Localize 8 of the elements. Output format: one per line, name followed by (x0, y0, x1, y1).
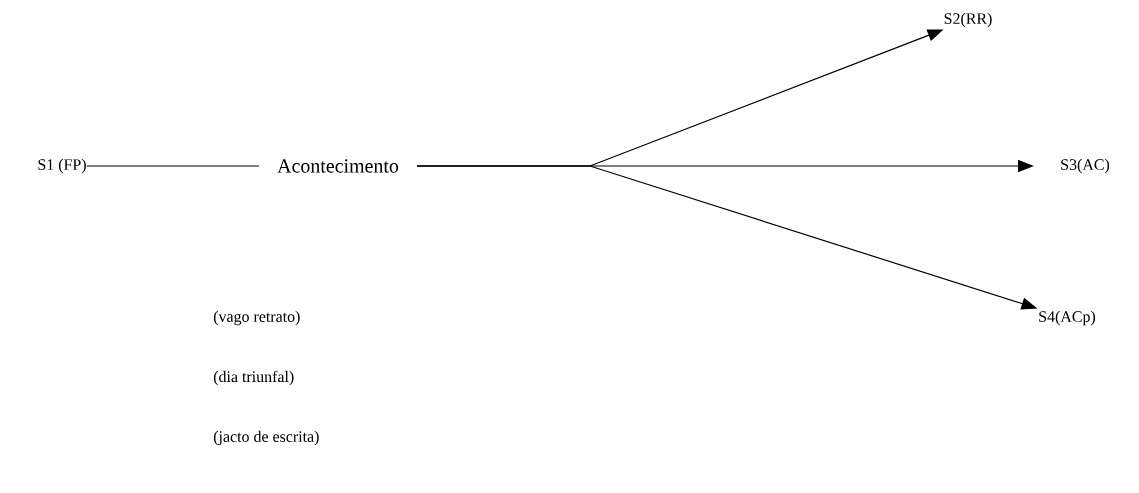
node-label: S4(ACp) (1039, 310, 1096, 326)
note-text: (dia triunfal) (213, 370, 294, 386)
node-label: Acontecimento (277, 159, 399, 173)
node-label: S1 (FP) (38, 158, 86, 174)
node-label: S3(AC) (1061, 158, 1110, 174)
node-label: S2(RR) (944, 12, 992, 28)
note-text: (jacto de escrita) (213, 430, 319, 446)
note-text: (vago retrato) (213, 310, 300, 326)
